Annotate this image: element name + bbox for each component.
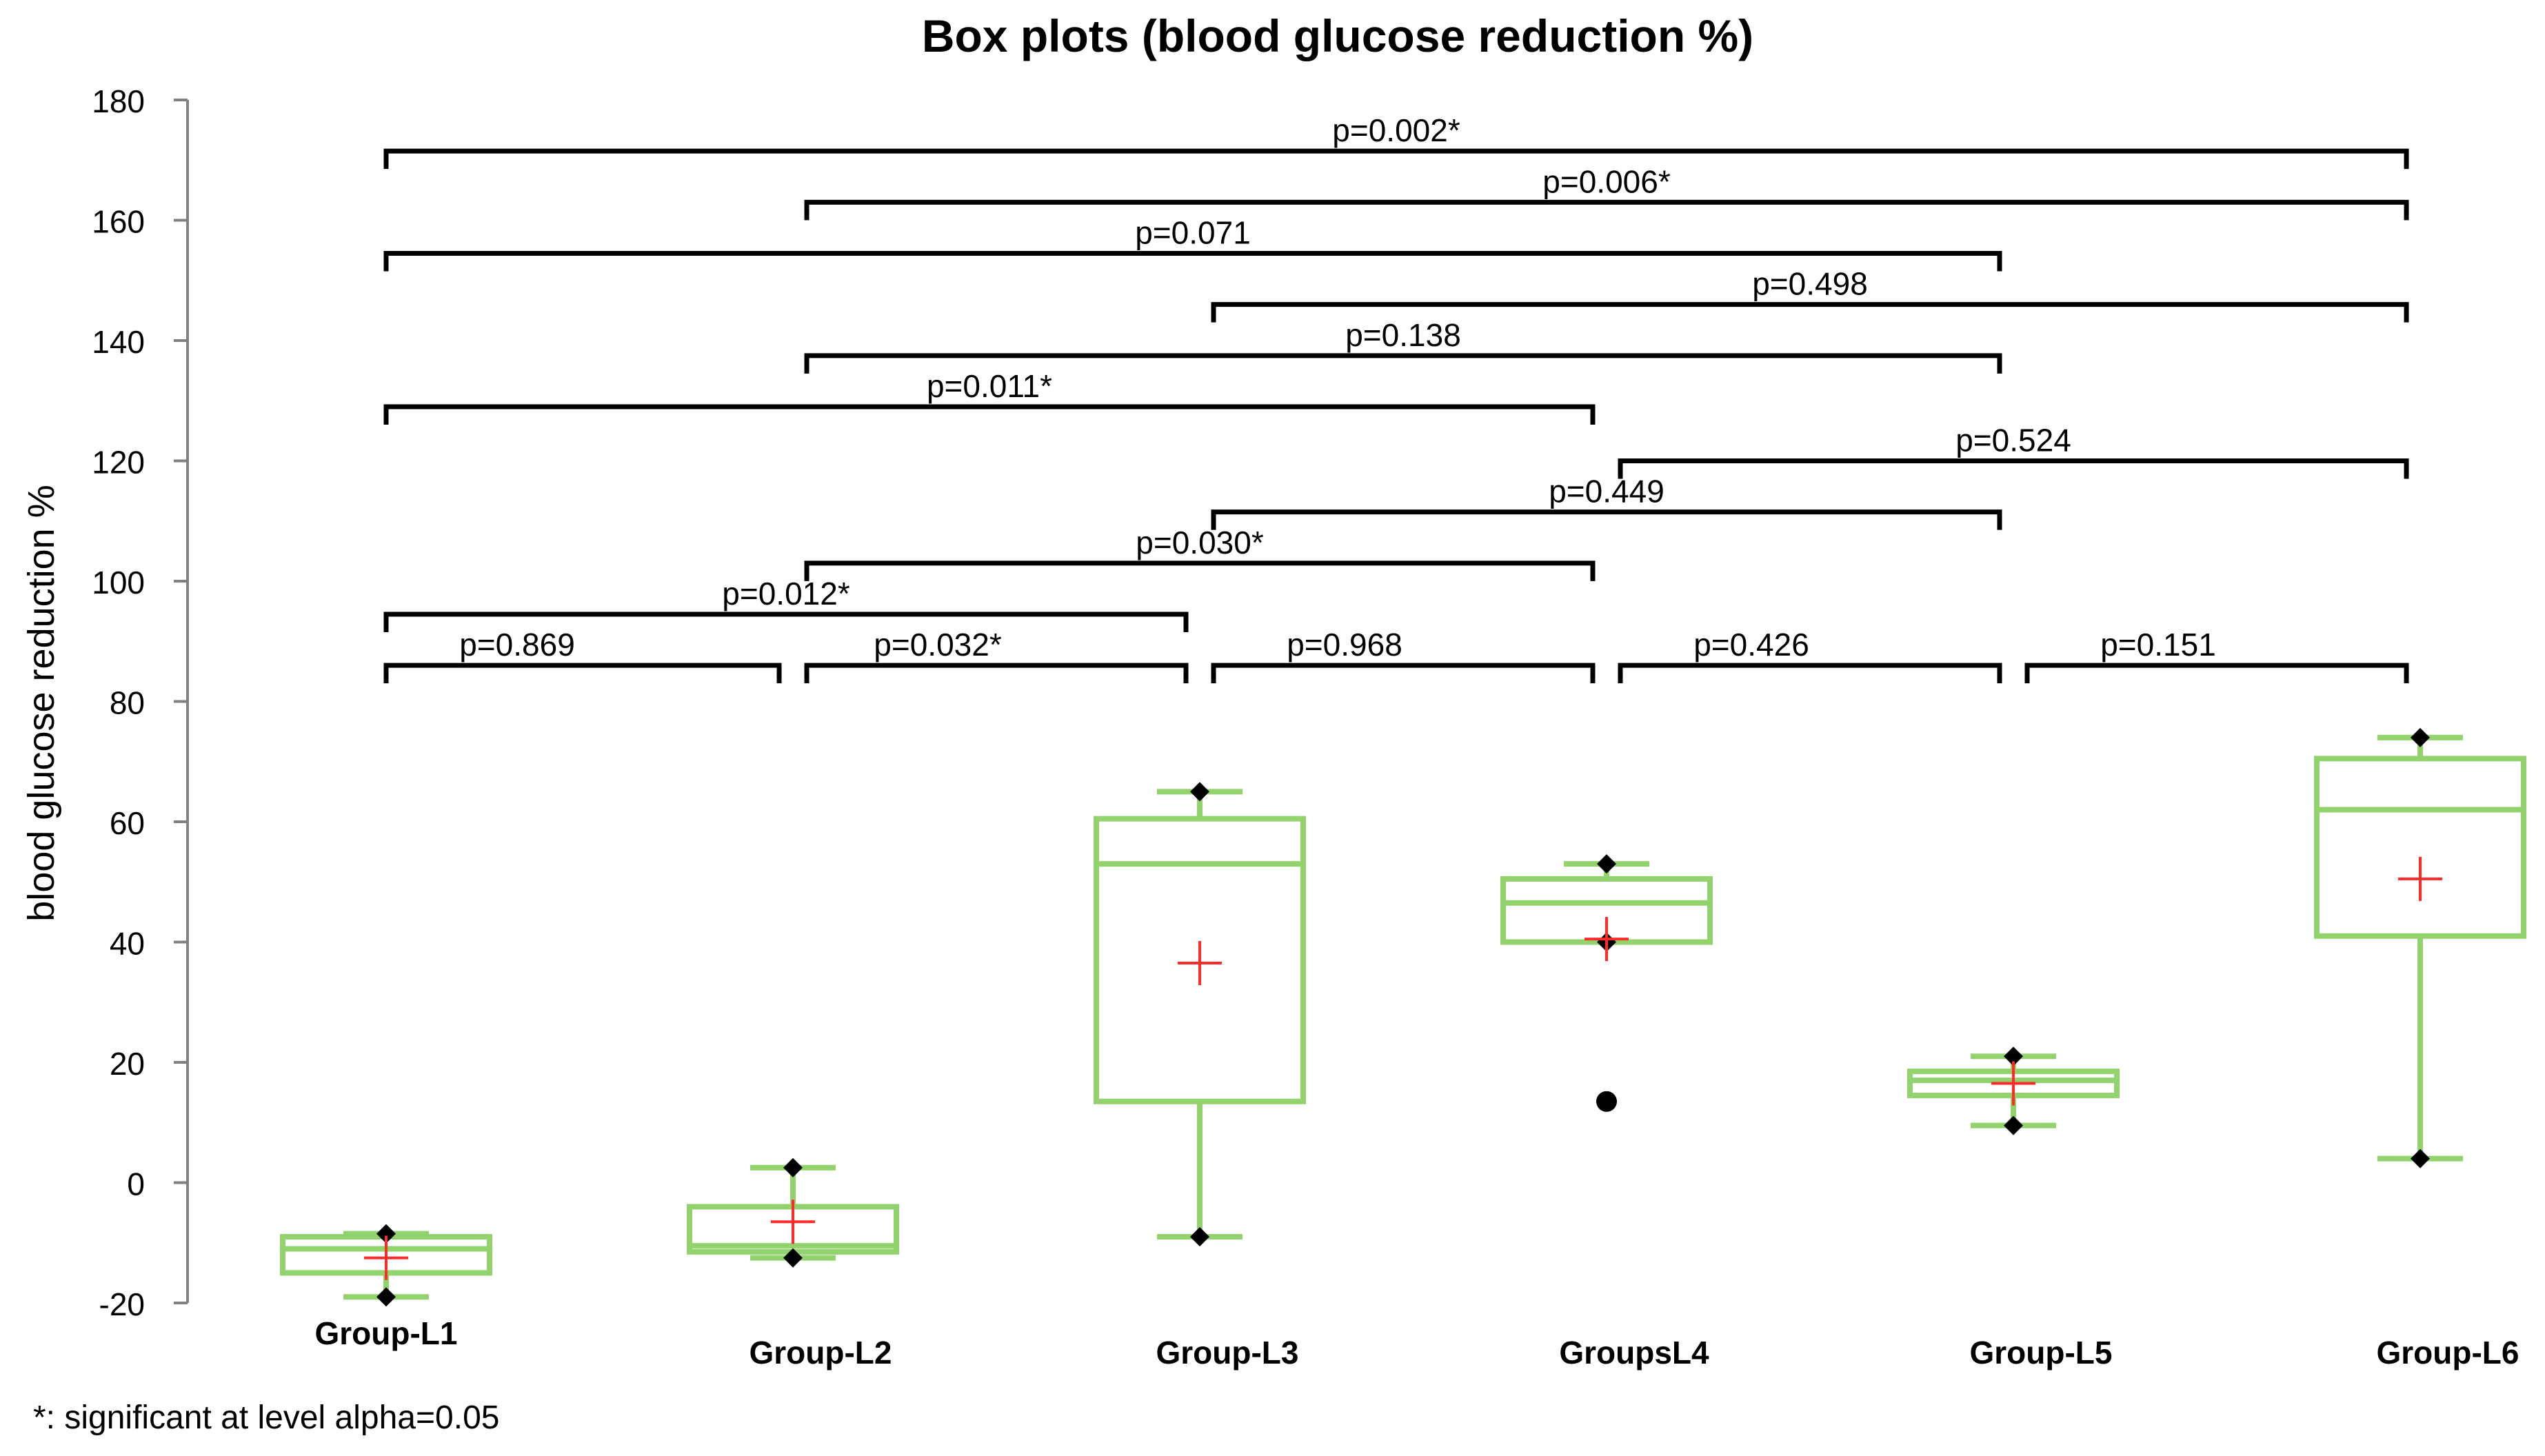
significance-bracket <box>804 199 2409 221</box>
y-axis: -20 0 20 40 60 80 100 120 140 160 180 <box>92 83 189 1322</box>
extreme-point <box>376 1287 396 1307</box>
extreme-point <box>376 1224 396 1244</box>
y-tick-label: 160 <box>92 204 145 240</box>
p-value-label: p=0.869 <box>459 627 575 663</box>
p-value-label: p=0.426 <box>1693 627 1809 663</box>
category-label: GroupsL4 <box>1559 1335 1709 1371</box>
p-value-label: p=0.006* <box>1542 163 1671 199</box>
p-value-label: p=0.138 <box>1345 317 1461 353</box>
y-tick-label: 140 <box>92 324 145 360</box>
y-tick-label: 40 <box>110 926 145 962</box>
p-value-label: p=0.011* <box>927 368 1052 404</box>
extreme-point <box>1190 782 1209 802</box>
significance-bracket <box>1618 458 2409 479</box>
significance-bracket <box>804 560 1596 581</box>
extreme-point <box>2411 1149 2430 1169</box>
extreme-point <box>2411 727 2430 747</box>
category-label: Group-L1 <box>315 1315 458 1351</box>
extreme-point <box>2004 1046 2023 1066</box>
y-tick-label: 20 <box>110 1046 145 1082</box>
significance-bracket <box>804 353 2002 374</box>
significance-bracket <box>383 404 1596 425</box>
box-iqr <box>2314 756 2526 939</box>
extreme-point <box>1597 854 1616 874</box>
box-series <box>280 727 2526 1307</box>
p-value-label: p=0.071 <box>1135 214 1251 250</box>
significance-bracket <box>2024 663 2409 684</box>
p-value-label: p=0.002* <box>1332 112 1460 148</box>
y-tick-label: 60 <box>110 805 145 841</box>
category-label: Group-L5 <box>1970 1335 2113 1371</box>
p-value-label: p=0.012* <box>722 576 850 611</box>
outlier-point <box>1596 1091 1617 1112</box>
category-label: Group-L2 <box>750 1335 892 1371</box>
y-tick-label: 0 <box>127 1166 145 1202</box>
footnote: *: significant at level alpha=0.05 <box>33 1399 499 1436</box>
p-value-label: p=0.449 <box>1549 474 1664 509</box>
y-tick-label: 80 <box>110 685 145 721</box>
y-tick-label: -20 <box>99 1286 145 1322</box>
extreme-point <box>783 1157 803 1177</box>
p-value-label: p=0.524 <box>1955 423 2071 458</box>
extreme-point <box>783 1248 803 1268</box>
y-axis-label: blood glucose reduction % <box>21 485 62 921</box>
extreme-point <box>1190 1227 1209 1247</box>
p-value-label: p=0.032* <box>874 627 1002 663</box>
p-value-label: p=0.151 <box>2100 627 2216 663</box>
p-value-label: p=0.030* <box>1136 525 1264 560</box>
y-tick-label: 100 <box>92 565 145 600</box>
significance-bracket <box>1618 663 2002 684</box>
significance-bracket <box>804 663 1189 684</box>
significance-bracket <box>383 148 2409 170</box>
significance-bracket <box>1211 509 2002 530</box>
extreme-point <box>2004 1115 2023 1135</box>
p-value-label: p=0.498 <box>1752 266 1868 302</box>
y-tick-label: 120 <box>92 445 145 481</box>
significance-bracket <box>383 250 2002 272</box>
significance-bracket <box>383 611 1189 632</box>
y-tick-label: 180 <box>92 83 145 119</box>
significance-bracket <box>1211 302 2409 323</box>
category-label: Group-L3 <box>1156 1335 1299 1371</box>
category-label: Group-L6 <box>2377 1335 2519 1371</box>
significance-bracket <box>1211 663 1596 684</box>
p-value-label: p=0.968 <box>1287 627 1402 663</box>
chart-title: Box plots (blood glucose reduction %) <box>922 10 1753 61</box>
significance-bracket <box>383 663 782 684</box>
significance-brackets: p=0.002* p=0.006* p=0.071 p=0.498 p=0.138 p=0… <box>383 112 2409 684</box>
